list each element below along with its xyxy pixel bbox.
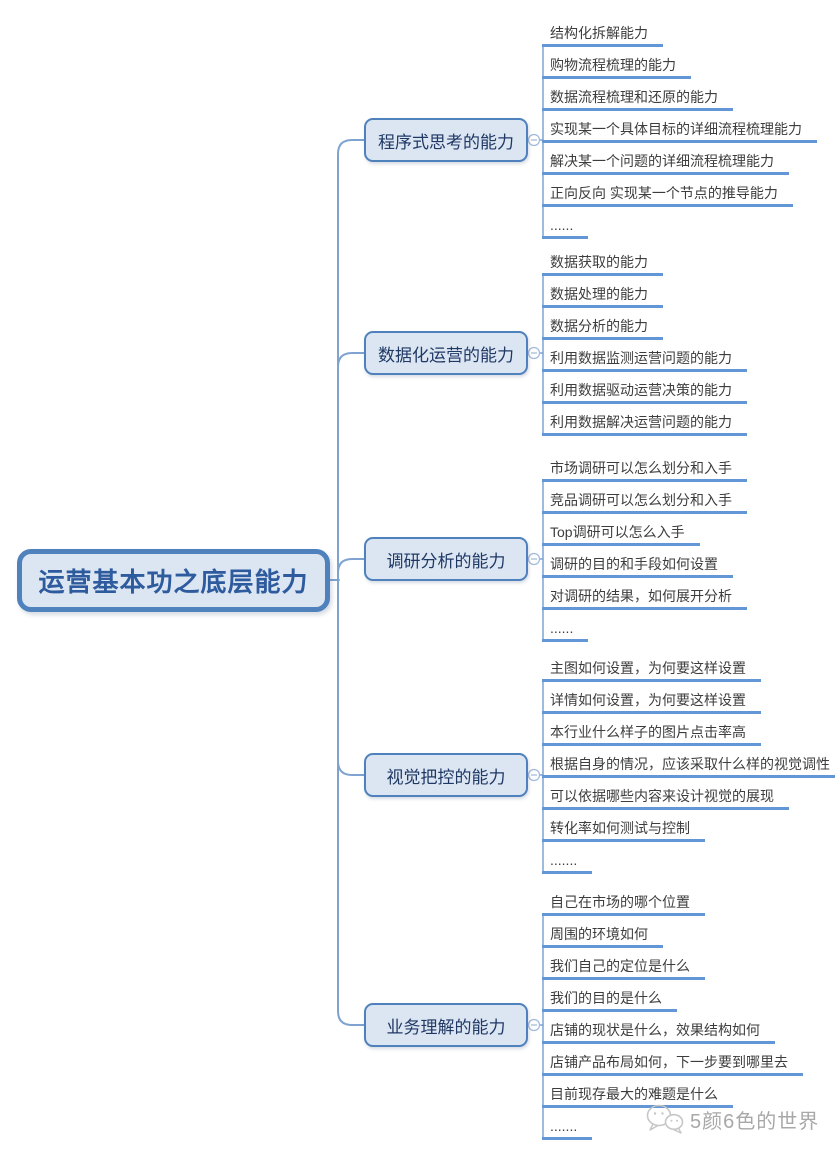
mindmap-branch-node[interactable]: 数据化运营的能力 (364, 331, 528, 375)
branch-connector (337, 139, 365, 155)
mindmap-child-node[interactable]: 店铺的现状是什么，效果结构如何 (542, 1020, 775, 1044)
mindmap-child-node[interactable]: 市场调研可以怎么划分和入手 (542, 458, 747, 482)
mindmap-root-node[interactable]: 运营基本功之底层能力 (17, 549, 330, 612)
mindmap-child-node[interactable]: 竞品调研可以怎么划分和入手 (542, 490, 747, 514)
mindmap-child-node[interactable]: 周围的环境如何 (542, 924, 663, 948)
branch-connector (337, 352, 365, 368)
mindmap-child-node[interactable]: 解决某一个问题的详细流程梳理能力 (542, 151, 789, 175)
mindmap-child-node[interactable]: 数据流程梳理和还原的能力 (542, 87, 733, 111)
watermark-text: 5颜6色的世界 (690, 1110, 820, 1133)
mindmap-child-node[interactable]: 利用数据驱动运营决策的能力 (542, 380, 747, 404)
mindmap-child-node[interactable]: 数据获取的能力 (542, 252, 663, 276)
mindmap-branch-node[interactable]: 程序式思考的能力 (364, 118, 528, 162)
mindmap-child-node[interactable]: ...... (542, 215, 589, 239)
mindmap-child-node[interactable]: 利用数据解决运营问题的能力 (542, 412, 747, 436)
mindmap-child-node[interactable]: 利用数据监测运营问题的能力 (542, 348, 747, 372)
branch-connector (337, 1010, 365, 1026)
mindmap-child-node[interactable]: 根据自身的情况，应该采取什么样的视觉调性 (542, 754, 835, 778)
collapse-icon[interactable] (527, 552, 541, 566)
collapse-icon[interactable] (527, 1018, 541, 1032)
mindmap-child-node[interactable]: 正向反向 实现某一个节点的推导能力 (542, 183, 793, 207)
collapse-icon[interactable] (527, 768, 541, 782)
mindmap-child-node[interactable]: 调研的目的和手段如何设置 (542, 554, 733, 578)
mindmap-child-node[interactable]: 目前现存最大的难题是什么 (542, 1084, 733, 1108)
wechat-icon (646, 1104, 684, 1134)
mindmap-child-node[interactable]: ...... (542, 618, 589, 642)
mindmap-child-node[interactable]: 结构化拆解能力 (542, 23, 663, 47)
mindmap-child-node[interactable]: 我们的目的是什么 (542, 988, 677, 1012)
mindmap-branch-node[interactable]: 业务理解的能力 (364, 1003, 528, 1047)
mindmap-child-node[interactable]: 店铺产品布局如何，下一步要到哪里去 (542, 1052, 803, 1076)
branch-connector (337, 558, 365, 574)
mindmap-child-node[interactable]: 对调研的结果，如何展开分析 (542, 586, 747, 610)
mindmap-child-node[interactable]: 数据分析的能力 (542, 316, 663, 340)
mindmap-child-node[interactable]: 数据处理的能力 (542, 284, 663, 308)
mindmap-child-node[interactable]: 主图如何设置，为何要这样设置 (542, 658, 761, 682)
mindmap-child-node[interactable]: ....... (542, 850, 593, 874)
mindmap-child-node[interactable]: ....... (542, 1116, 593, 1140)
mindmap-branch-node[interactable]: 调研分析的能力 (364, 537, 528, 581)
mindmap-child-node[interactable]: 详情如何设置，为何要这样设置 (542, 690, 761, 714)
watermark: 5颜6色的世界 (645, 1102, 819, 1136)
mindmap-child-node[interactable]: 本行业什么样子的图片点击率高 (542, 722, 761, 746)
branch-connector (337, 760, 365, 776)
mindmap-child-node[interactable]: 实现某一个具体目标的详细流程梳理能力 (542, 119, 817, 143)
mindmap-child-node[interactable]: 我们自己的定位是什么 (542, 956, 705, 980)
mindmap-child-node[interactable]: 转化率如何测试与控制 (542, 818, 705, 842)
mindmap-branch-node[interactable]: 视觉把控的能力 (364, 753, 528, 797)
collapse-icon[interactable] (527, 346, 541, 360)
mindmap-child-node[interactable]: Top调研可以怎么入手 (542, 522, 700, 546)
collapse-icon[interactable] (527, 133, 541, 147)
mindmap-child-node[interactable]: 可以依据哪些内容来设计视觉的展现 (542, 786, 789, 810)
mindmap-child-node[interactable]: 购物流程梳理的能力 (542, 55, 691, 79)
mindmap-child-node[interactable]: 自己在市场的哪个位置 (542, 892, 705, 916)
